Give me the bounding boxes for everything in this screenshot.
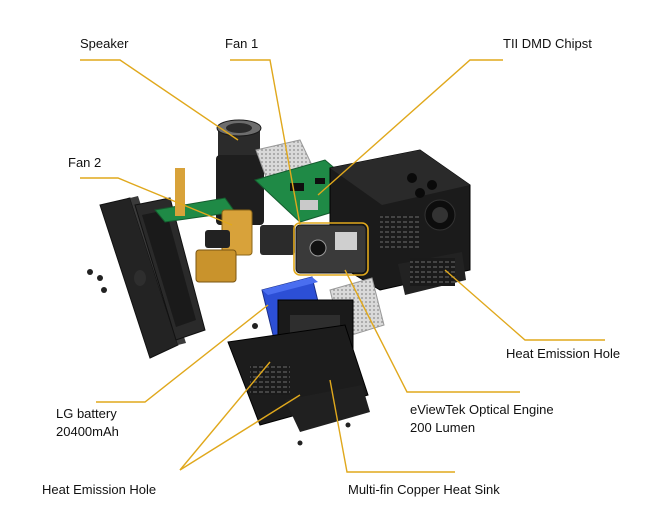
inner-frame: [134, 197, 206, 341]
label-fan2: Fan 2: [68, 155, 102, 170]
right-housing: [329, 149, 471, 291]
label-speaker: Speaker: [80, 36, 129, 51]
bottom-plate: [227, 324, 370, 432]
label-optical-line2: 200 Lumen: [410, 420, 476, 435]
fan1-part: [205, 225, 295, 255]
label-dmd-chipset: TII DMD Chipst: [503, 36, 592, 51]
label-heat-hole-right: Heat Emission Hole: [506, 346, 621, 361]
label-battery-line2: 20400mAh: [56, 424, 119, 439]
label-fan1: Fan 1: [225, 36, 259, 51]
label-optical-line1: eViewTek Optical Engine: [410, 402, 554, 417]
label-heat-hole-bottom: Heat Emission Hole: [42, 482, 157, 497]
screws: [87, 269, 351, 446]
label-heat-sink: Multi-fin Copper Heat Sink: [348, 482, 500, 497]
label-battery-line1: LG battery: [56, 406, 117, 421]
optical-engine: [293, 222, 369, 276]
leader-lines: [80, 59, 605, 473]
